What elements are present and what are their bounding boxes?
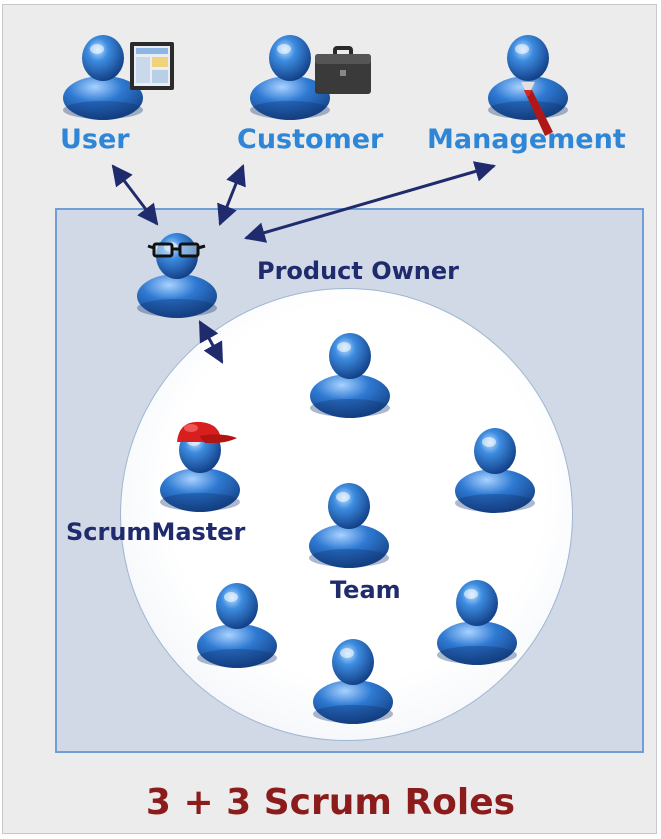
arrow-user-product-owner xyxy=(111,164,159,226)
product-owner-icon xyxy=(137,233,217,318)
team-member-icon xyxy=(197,583,277,668)
role-label-customer: Customer xyxy=(237,124,384,155)
role-label-team: Team xyxy=(330,576,401,604)
monitor-icon xyxy=(130,42,174,90)
team-member-icon xyxy=(437,580,517,665)
necktie-icon xyxy=(521,82,553,136)
team-member-icon xyxy=(310,333,390,418)
team-member-icon xyxy=(455,428,535,513)
role-label-user: User xyxy=(60,124,130,155)
team-member-icon xyxy=(309,483,389,568)
management-icon xyxy=(488,35,568,136)
glasses-icon xyxy=(147,242,206,258)
arrow-customer-product-owner xyxy=(217,164,246,226)
arrow-management-product-owner xyxy=(243,161,497,243)
user-icon xyxy=(63,35,174,120)
scrum-master-icon xyxy=(160,421,240,512)
red-cap-icon xyxy=(177,421,237,444)
diagram-caption: 3 + 3 Scrum Roles xyxy=(145,782,516,823)
role-label-management: Management xyxy=(427,124,626,155)
role-label-product-owner: Product Owner xyxy=(257,257,460,285)
team-member-icon xyxy=(313,639,393,724)
customer-icon xyxy=(250,35,371,120)
briefcase-icon xyxy=(315,46,371,94)
arrow-product-owner-team xyxy=(198,320,224,364)
role-label-scrum-master: ScrumMaster xyxy=(66,518,246,546)
